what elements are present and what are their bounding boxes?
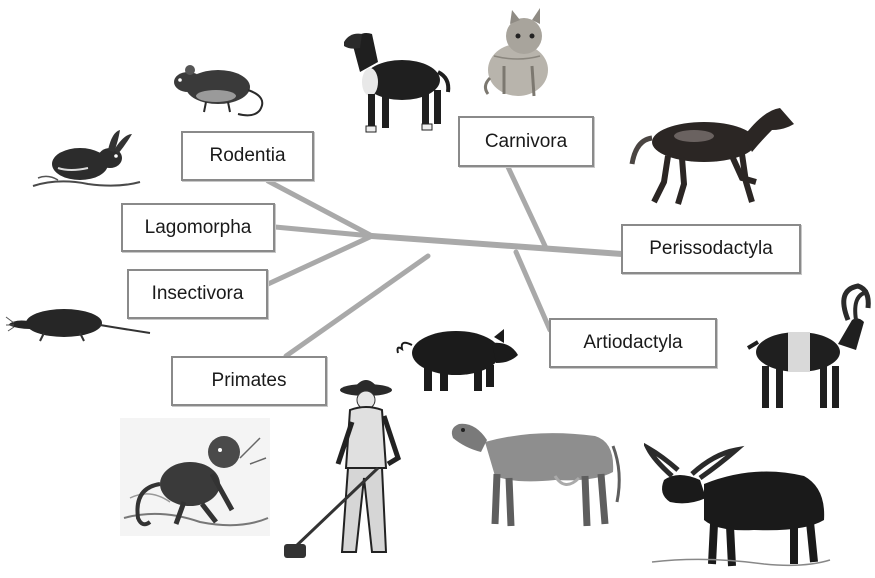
order-label-text: Insectivora [152,283,244,305]
order-label-text: Rodentia [209,145,285,167]
rat-illustration [168,52,278,122]
order-label-lagomorpha: Lagomorpha [121,203,275,252]
order-label-text: Primates [212,370,287,392]
order-label-text: Lagomorpha [145,217,252,239]
order-label-text: Artiodactyla [583,332,682,354]
goat-illustration [740,280,875,420]
trunk-branch [372,236,622,254]
order-label-rodentia: Rodentia [181,131,314,181]
dog-illustration [330,22,455,140]
cow-illustration [445,402,630,534]
order-label-perissodactyla: Perissodactyla [621,224,801,274]
branch-insectivora [268,236,372,284]
monkey-illustration [120,418,270,536]
order-label-insectivora: Insectivora [127,269,268,319]
order-label-primates: Primates [171,356,327,406]
order-label-artiodactyla: Artiodactyla [549,318,717,368]
water-buffalo-illustration [644,440,834,570]
horse-illustration [624,102,804,210]
order-label-text: Perissodactyla [649,238,773,260]
branch-carnivora [508,167,546,248]
pig-illustration [392,315,522,395]
order-label-carnivora: Carnivora [458,116,594,167]
cat-illustration [474,6,564,104]
rabbit-illustration [28,128,143,194]
order-label-text: Carnivora [485,131,567,153]
